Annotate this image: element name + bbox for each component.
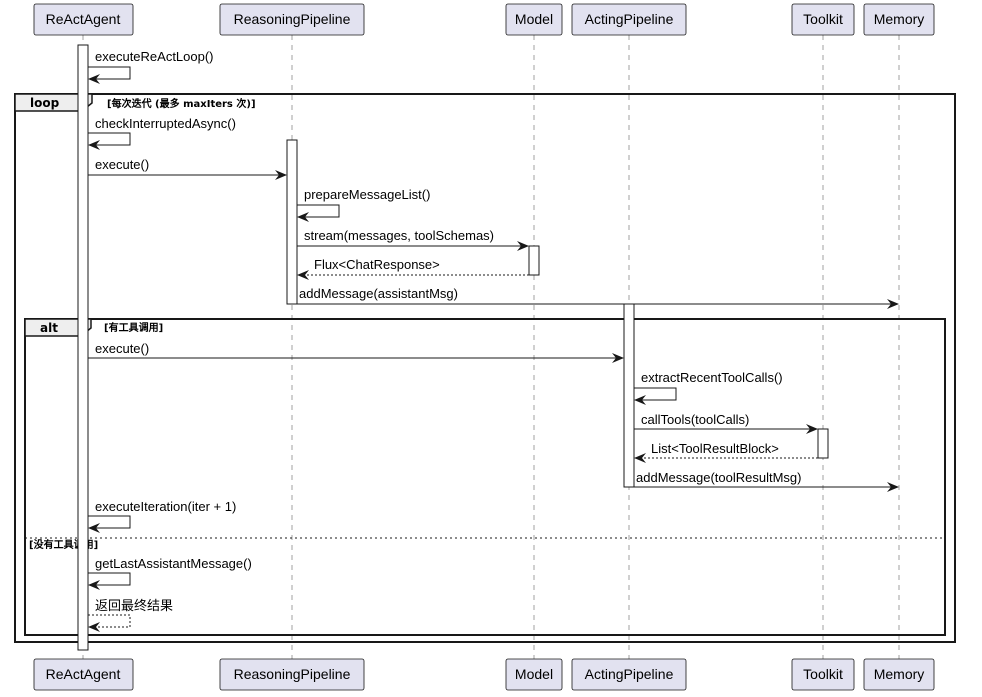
participant-label: Toolkit [803,11,843,27]
alt-frame: alt [有工具调用] [没有工具调用] [24,318,946,636]
activation-reasoningpipeline [286,139,298,305]
message-label-extract-tool-calls: extractRecentToolCalls() [641,370,783,385]
message-arrow-check-interrupted [88,132,131,150]
message-arrow-prepare-message-list [297,204,340,222]
participant-memory-bottom[interactable]: Memory [863,658,935,691]
participant-label: ReasoningPipeline [234,11,351,27]
participant-reactagent-bottom[interactable]: ReActAgent [33,658,134,691]
participants-top: ReActAgent ReasoningPipeline Model Actin… [33,3,935,36]
activation-model [528,245,540,276]
activation-reactagent [77,44,89,651]
participant-toolkit-bottom[interactable]: Toolkit [791,658,855,691]
participant-reactagent-top[interactable]: ReActAgent [33,3,134,36]
message-label-execute-reasoning: execute() [95,157,149,172]
activation-actingpipeline [623,303,635,488]
message-label-tool-result-list: List<ToolResultBlock> [651,441,779,456]
participant-model-top[interactable]: Model [505,3,563,36]
participant-label: Model [515,666,553,682]
participant-actingpipeline-bottom[interactable]: ActingPipeline [571,658,687,691]
participant-label: ReActAgent [46,11,121,27]
message-arrow-execute-iteration [88,515,131,533]
message-label-stream: stream(messages, toolSchemas) [304,228,494,243]
participant-label: ActingPipeline [585,666,674,682]
loop-frame-tag: loop [30,96,60,110]
message-arrow-execute-react-loop [88,66,131,84]
participant-model-bottom[interactable]: Model [505,658,563,691]
message-label-get-last-assistant: getLastAssistantMessage() [95,556,252,571]
message-label-add-tool-result-msg: addMessage(toolResultMsg) [636,470,801,485]
loop-frame-guard: [每次迭代 (最多 maxIters 次)] [107,97,256,110]
message-arrow-get-last-assistant [88,572,131,590]
participant-reasoningpipeline-top[interactable]: ReasoningPipeline [219,3,365,36]
message-labels: executeReActLoop() checkInterruptedAsync… [95,49,801,613]
participant-label: ReActAgent [46,666,121,682]
participant-label: ReasoningPipeline [234,666,351,682]
participant-actingpipeline-top[interactable]: ActingPipeline [571,3,687,36]
participant-label: Model [515,11,553,27]
message-label-check-interrupted: checkInterruptedAsync() [95,116,236,131]
participant-label: ActingPipeline [585,11,674,27]
participant-label: Memory [874,11,925,27]
participants-bottom: ReActAgent ReasoningPipeline Model Actin… [33,658,935,691]
message-label-add-assistant-msg: addMessage(assistantMsg) [299,286,458,301]
messages [88,66,899,632]
participant-memory-top[interactable]: Memory [863,3,935,36]
alt-frame-guard: [有工具调用] [104,321,163,334]
participant-reasoningpipeline-bottom[interactable]: ReasoningPipeline [219,658,365,691]
loop-frame: loop [每次迭代 (最多 maxIters 次)] [14,93,956,643]
message-label-call-tools: callTools(toolCalls) [641,412,749,427]
message-label-flux-response: Flux<ChatResponse> [314,257,440,272]
message-arrow-return-final [88,614,131,632]
message-label-execute-react-loop: executeReActLoop() [95,49,214,64]
message-label-execute-iteration: executeIteration(iter + 1) [95,499,236,514]
alt-frame-tag: alt [40,321,58,335]
participant-label: Toolkit [803,666,843,682]
message-label-return-final: 返回最终结果 [95,598,173,613]
message-arrow-extract-tool-calls [634,387,677,405]
participant-toolkit-top[interactable]: Toolkit [791,3,855,36]
message-label-prepare-message-list: prepareMessageList() [304,187,430,202]
participant-label: Memory [874,666,925,682]
activation-toolkit [817,428,829,459]
message-label-execute-acting: execute() [95,341,149,356]
